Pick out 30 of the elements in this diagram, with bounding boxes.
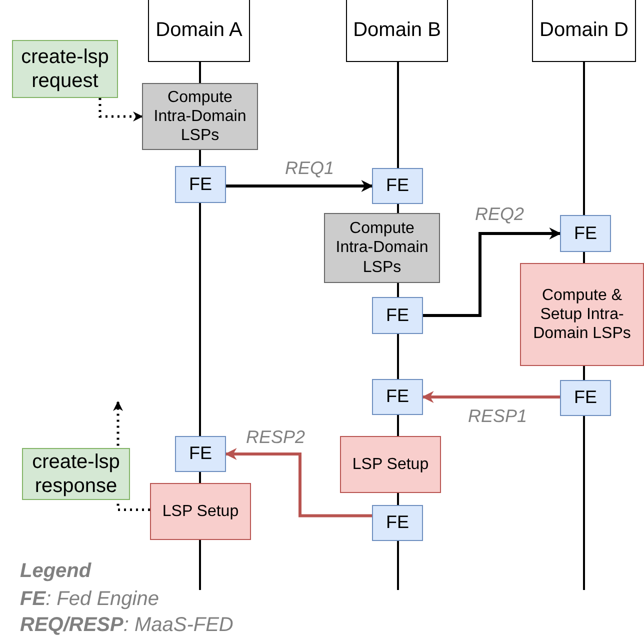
- legend-entry: FE: Fed Engine: [20, 588, 159, 611]
- arrow: [422, 391, 562, 403]
- engine-box: FE: [175, 436, 226, 472]
- process-box: LSP Setup: [340, 436, 441, 493]
- engine-box: FE: [372, 168, 423, 204]
- edge-label: RESP1: [468, 406, 528, 427]
- process-box: LSP Setup: [150, 483, 251, 540]
- engine-box: FE: [175, 166, 226, 203]
- legend-entry: REQ/RESP: MaaS-FED: [20, 614, 234, 637]
- engine-box: FE: [372, 297, 423, 334]
- engine-box: FE: [560, 215, 611, 252]
- arrow: [423, 228, 562, 317]
- engine-box: FE: [560, 380, 611, 416]
- domain-box: Domain B: [346, 0, 448, 62]
- engine-box: FE: [372, 379, 423, 415]
- process-box: Compute & Setup Intra-Domain LSPs: [520, 263, 644, 366]
- edge-label: RESP2: [246, 427, 306, 448]
- request-note: create-lsp response: [22, 448, 130, 500]
- process-box: Compute Intra-Domain LSPs: [142, 83, 258, 150]
- engine-box: FE: [372, 505, 423, 541]
- edge-label: REQ2: [475, 204, 524, 225]
- arrow: [224, 180, 374, 192]
- edge-label: REQ1: [285, 158, 334, 179]
- process-box: Compute Intra-Domain LSPs: [324, 213, 440, 283]
- request-note: create-lsp request: [12, 40, 118, 98]
- domain-box: Domain A: [148, 0, 250, 62]
- arrow: [224, 448, 372, 518]
- domain-box: Domain D: [532, 0, 636, 62]
- arrow: [98, 98, 143, 122]
- legend-title: Legend: [20, 560, 92, 583]
